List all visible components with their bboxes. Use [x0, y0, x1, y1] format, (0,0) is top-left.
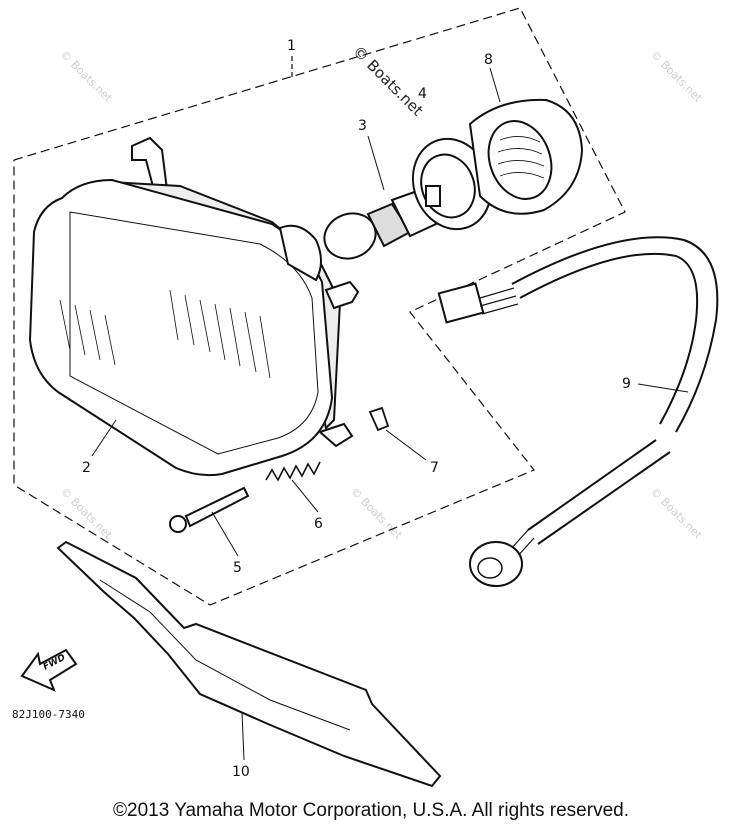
socket-terminal [425, 185, 441, 207]
stay-inner-edge [99, 579, 351, 731]
headlight-stay [56, 540, 442, 788]
socket [411, 137, 493, 231]
headlight-adjust-tab [318, 422, 354, 448]
callout-6-leader [291, 479, 319, 513]
wire-harness [437, 236, 719, 587]
callout-8-leader [489, 67, 501, 103]
callout-4: 4 [418, 86, 427, 102]
harness-connector-top [437, 282, 485, 324]
clip-shape [368, 406, 390, 432]
stay-body [56, 540, 442, 788]
bulb-cover-opening [487, 120, 553, 200]
adjust-spring [265, 461, 321, 513]
screw-shaft [184, 486, 250, 528]
harness-sheath-upper [511, 236, 719, 433]
callout-3-leader [367, 135, 385, 191]
copyright-notice: ©2013 Yamaha Motor Corporation, U.S.A. A… [113, 800, 629, 821]
watermark-mid-left: © Boats.net [58, 485, 115, 542]
callout-2: 2 [82, 460, 91, 476]
fwd-arrow: FWD [20, 648, 78, 692]
watermark-top-right: © Boats.net [648, 48, 705, 105]
adjust-screw [169, 486, 250, 557]
lens-hatching [59, 289, 271, 379]
fwd-arrow-shape [20, 648, 78, 692]
watermark-top-left: © Boats.net [58, 48, 115, 105]
harness-sheath-lower [527, 439, 671, 545]
callout-5-leader [211, 511, 239, 557]
callout-2-leader [91, 419, 117, 457]
callout-9-leader [637, 383, 689, 393]
bulb-cover-threads [497, 136, 545, 179]
callout-9: 9 [622, 376, 631, 392]
callout-numbers: 1 2 3 4 5 6 7 8 9 10 [82, 38, 631, 780]
callout-7: 7 [430, 460, 439, 476]
bulb-cover [468, 67, 584, 215]
headlight-bracket-right [324, 280, 360, 310]
callout-1: 1 [287, 38, 296, 54]
assembly-outline [13, 7, 626, 606]
watermark-mid-center: © Boats.net [348, 485, 405, 542]
headlight-unit [28, 136, 360, 477]
watermark-mid-right: © Boats.net [648, 485, 705, 542]
callout-7-leader [385, 429, 427, 461]
headlight-lens [28, 178, 334, 477]
callout-6: 6 [314, 516, 323, 532]
harness-wires-top [479, 287, 519, 315]
screw-head [169, 515, 187, 533]
callout-10: 10 [232, 764, 250, 780]
diagram-part-code: 82J100-7340 [12, 708, 85, 721]
harness-round-connector-face [477, 557, 503, 579]
headlight-dome-back [278, 224, 322, 282]
assembly-1-dashed-boundary [13, 7, 626, 606]
harness-sheath-upper-inner [519, 252, 699, 425]
callout-8: 8 [484, 52, 493, 68]
watermark-center-top: © Boats.net [349, 42, 427, 120]
headlight-lens-inner [69, 211, 319, 455]
callout-3: 3 [358, 118, 367, 134]
spring-coil [265, 461, 321, 482]
callout-5: 5 [233, 560, 242, 576]
callout-10-leader [241, 711, 245, 761]
adjust-clip [368, 406, 427, 461]
